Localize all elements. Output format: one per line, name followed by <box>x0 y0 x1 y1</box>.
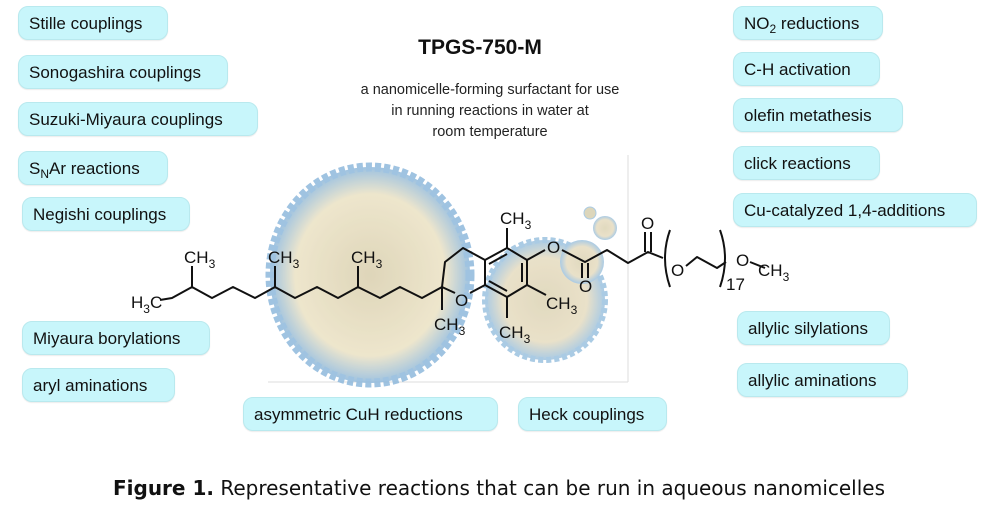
atom-label-pre: CH <box>499 323 524 342</box>
reaction-label-pre: click reactions <box>744 154 851 173</box>
reaction-pill: olefin metathesis <box>733 98 903 132</box>
figure-subtitle: a nanomicelle-forming surfactant for use… <box>320 80 660 143</box>
reaction-pill: Negishi couplings <box>22 197 190 231</box>
atom-label-pre: O <box>579 277 592 296</box>
subtitle-line: a nanomicelle-forming surfactant for use <box>360 82 620 98</box>
atom-label: CH3 <box>351 248 383 271</box>
reaction-label-pre: C-H activation <box>744 60 851 79</box>
reaction-pill: Cu-catalyzed 1,4-additions <box>733 193 977 227</box>
reaction-label-pre: aryl aminations <box>33 376 148 395</box>
reaction-label-sub: 2 <box>769 22 777 36</box>
figure-title: TPGS-750-M <box>418 36 542 59</box>
reaction-pill: click reactions <box>733 146 880 180</box>
reaction-label-pre: Cu-catalyzed 1,4-additions <box>744 201 946 220</box>
atom-label: O <box>579 277 592 296</box>
atom-label-pre: CH <box>546 294 571 313</box>
reaction-pill: SNAr reactions <box>18 151 168 185</box>
reaction-label-pre: asymmetric CuH reductions <box>254 405 463 424</box>
reaction-label-pre: allylic silylations <box>748 319 868 338</box>
atom-label: O <box>455 291 468 310</box>
bonds <box>159 228 766 318</box>
atom-label-pre: 17 <box>726 275 745 294</box>
atom-label: O <box>547 238 560 257</box>
reaction-pill: Suzuki-Miyaura couplings <box>18 102 258 136</box>
atom-label-sub: 3 <box>376 257 383 271</box>
reaction-label-post: reductions <box>776 14 860 33</box>
atom-label: O <box>641 214 654 233</box>
atom-label-pre: CH <box>268 248 293 267</box>
atom-label-sub: 3 <box>571 303 578 317</box>
atom-label-pre: CH <box>184 248 209 267</box>
caption-text: Representative reactions that can be run… <box>213 476 886 500</box>
atom-label: CH3 <box>499 323 531 346</box>
reaction-label-pre: Sonogashira couplings <box>29 63 202 82</box>
atom-label: 17 <box>726 275 745 294</box>
reaction-label-pre: olefin metathesis <box>744 106 872 125</box>
atom-label-pre: CH <box>758 261 783 280</box>
atom-label: CH3 <box>434 315 466 338</box>
reaction-pill: asymmetric CuH reductions <box>243 397 498 431</box>
reaction-pill: allylic aminations <box>737 363 908 397</box>
atom-label: CH3 <box>500 209 532 232</box>
reaction-pill: Miyaura borylations <box>22 321 210 355</box>
micelle-illustration <box>265 162 617 388</box>
reaction-label-pre: Negishi couplings <box>33 205 167 224</box>
reaction-pill: allylic silylations <box>737 311 890 345</box>
atom-label: O <box>671 261 684 280</box>
atom-label: H3C <box>131 293 162 316</box>
atom-label-sub: 3 <box>459 324 466 338</box>
atom-label-pre: H <box>131 293 143 312</box>
atom-label-sub: 3 <box>293 257 300 271</box>
reaction-label-pre: NO <box>744 14 770 33</box>
atom-label-pre: O <box>641 214 654 233</box>
atom-label-post: C <box>150 293 162 312</box>
atom-label: CH3 <box>184 248 216 271</box>
subtitle-line: in running reactions in water at <box>391 103 589 119</box>
atom-label: CH3 <box>546 294 578 317</box>
reaction-pill: aryl aminations <box>22 368 175 402</box>
reaction-label-pre: Miyaura borylations <box>33 329 181 348</box>
reaction-label-pre: Suzuki-Miyaura couplings <box>29 110 223 129</box>
atom-label-pre: O <box>736 251 749 270</box>
atom-label-sub: 3 <box>783 270 790 284</box>
atom-label-sub: 3 <box>525 218 532 232</box>
reaction-label-pre: S <box>29 159 41 178</box>
atom-label-pre: O <box>547 238 560 257</box>
atom-label-sub: 3 <box>143 302 150 316</box>
reaction-pill: NO2 reductions <box>733 6 883 40</box>
atom-label-sub: 3 <box>209 257 216 271</box>
atom-label-pre: CH <box>500 209 525 228</box>
atom-label: O <box>736 251 749 270</box>
reaction-label-post: Ar reactions <box>49 159 140 178</box>
figure-caption: Figure 1. Representative reactions that … <box>0 476 998 500</box>
reaction-label-pre: Heck couplings <box>529 405 645 424</box>
reaction-pill: Sonogashira couplings <box>18 55 228 89</box>
reaction-pill: Heck couplings <box>518 397 667 431</box>
atom-label-pre: CH <box>434 315 459 334</box>
atom-label-pre: CH <box>351 248 376 267</box>
atom-label-sub: 3 <box>524 332 531 346</box>
subtitle-line: room temperature <box>432 124 548 140</box>
reaction-label-pre: allylic aminations <box>748 371 877 390</box>
caption-label: Figure 1. <box>112 476 214 500</box>
reaction-label-sub: N <box>40 167 50 181</box>
reaction-pill: Stille couplings <box>18 6 168 40</box>
atom-label-pre: O <box>455 291 468 310</box>
reaction-pill: C-H activation <box>733 52 880 86</box>
reaction-label-pre: Stille couplings <box>29 14 143 33</box>
atom-label: CH3 <box>268 248 300 271</box>
atom-label: CH3 <box>758 261 790 284</box>
atom-label-pre: O <box>671 261 684 280</box>
